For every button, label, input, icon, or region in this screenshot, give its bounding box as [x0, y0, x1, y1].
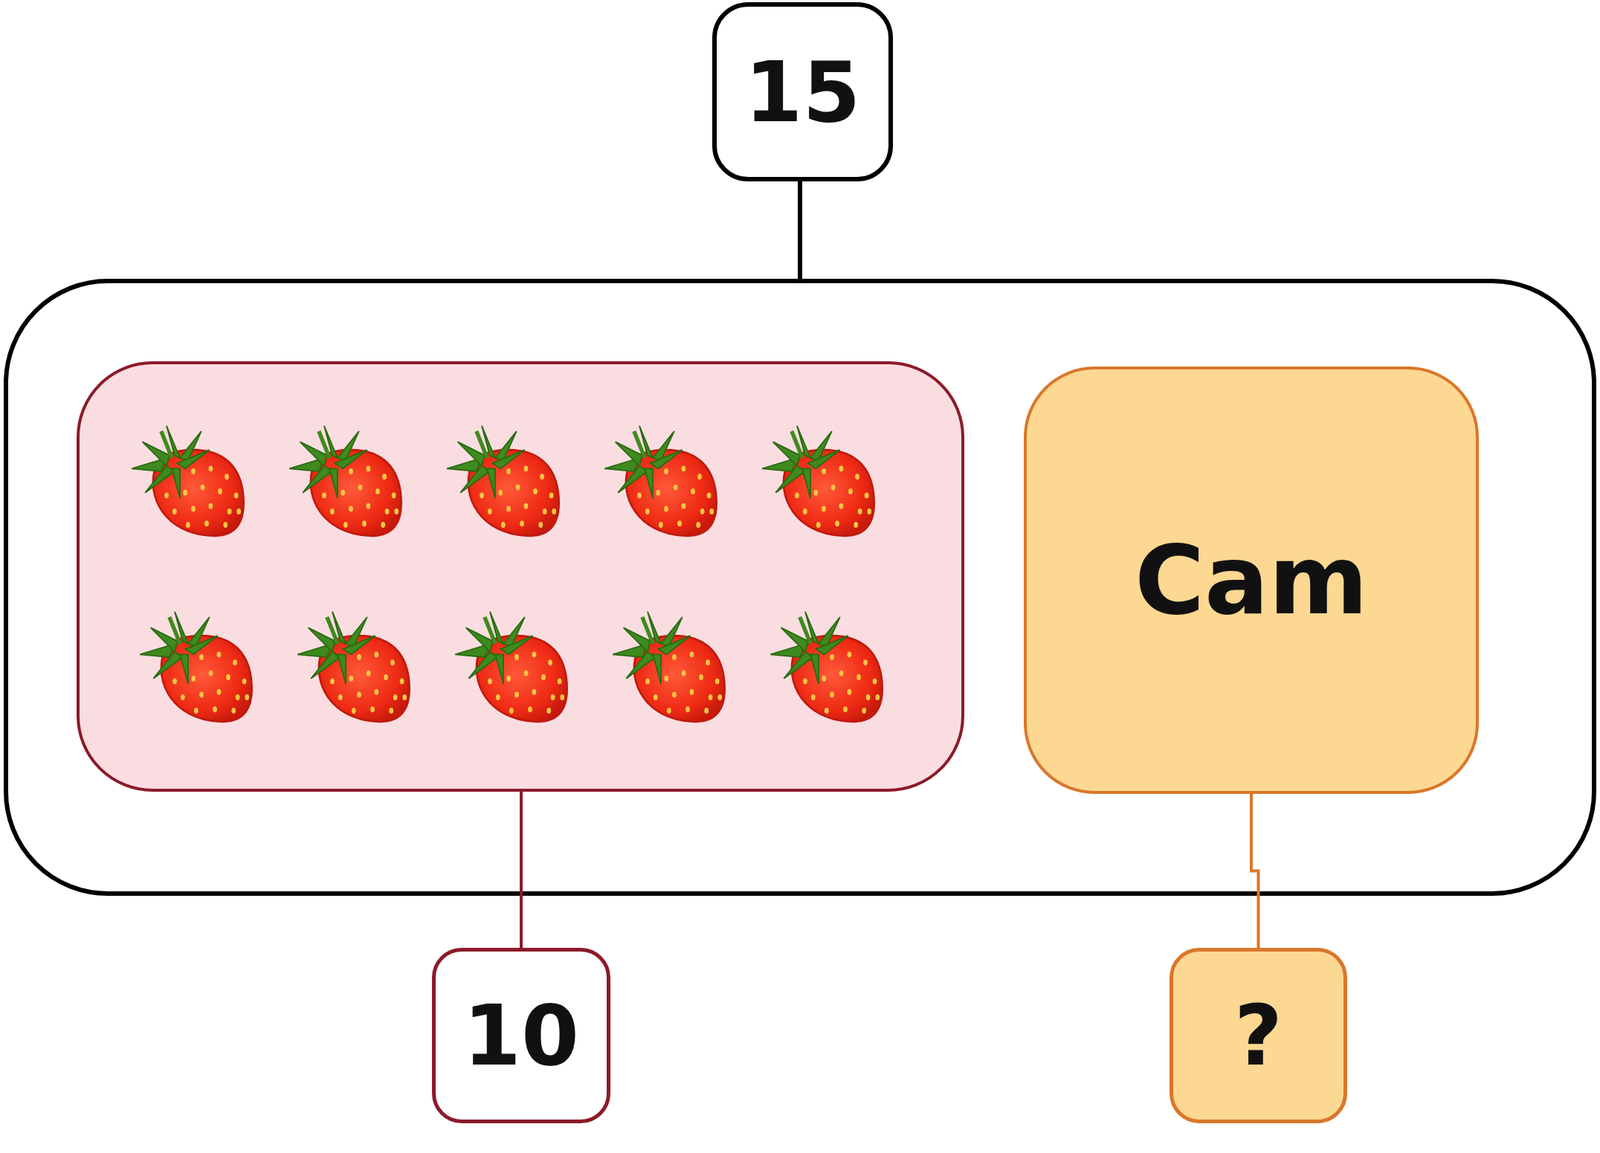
node-label: 10	[463, 994, 580, 1078]
leader-line	[797, 181, 803, 282]
unknown-part-box: Cam	[1023, 366, 1479, 795]
part-box: 10	[431, 947, 611, 1124]
question-box: ?	[1169, 947, 1348, 1124]
node-label: Cam	[1134, 533, 1369, 629]
leader-line	[519, 790, 523, 948]
strawberries	[131, 426, 883, 722]
node-label: ?	[1234, 994, 1283, 1078]
connector-line	[1251, 794, 1259, 948]
whole-outline	[5, 281, 1595, 894]
strawberry-group	[78, 362, 963, 791]
total-box: 15	[712, 2, 893, 182]
node-label: 15	[744, 50, 861, 134]
